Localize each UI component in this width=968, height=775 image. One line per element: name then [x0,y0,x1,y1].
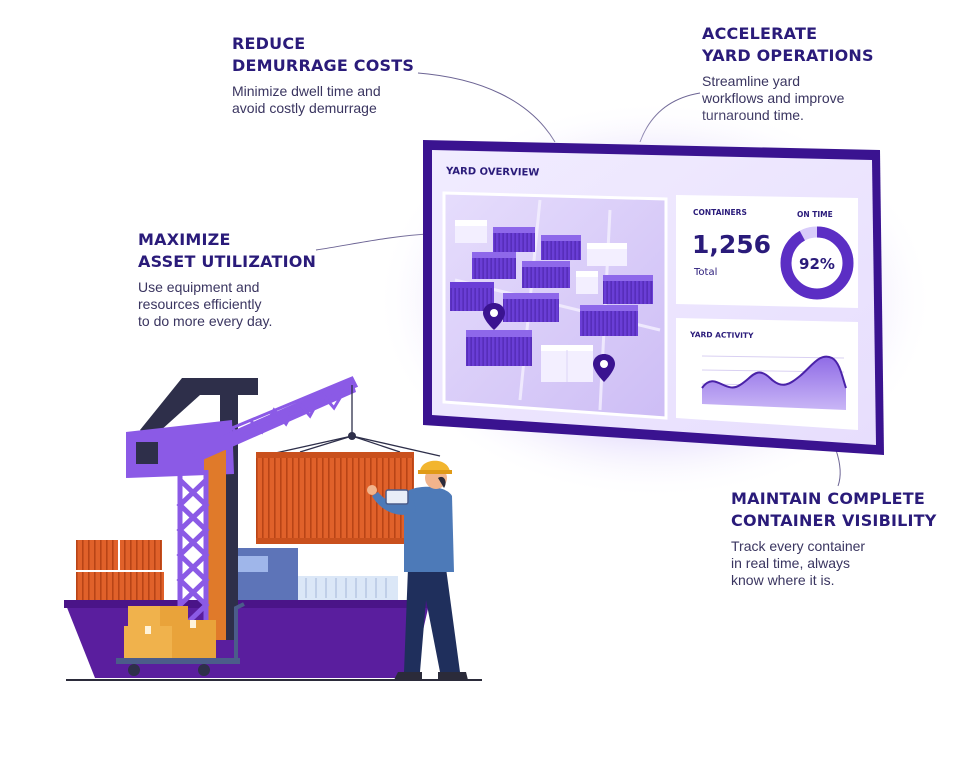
container-block [603,275,653,304]
ship-cabin [228,548,298,600]
ontime-ring-progress [780,226,854,300]
cargo-container [76,540,118,570]
worker-shirt [404,486,454,572]
container-block [455,220,487,243]
yard-map [442,191,668,420]
worker [367,460,468,680]
dashboard-screen: YARD OVERVIEW [423,140,884,455]
activity-label: YARD ACTIVITY [689,330,754,340]
worker-legs [404,568,460,672]
cargo-container [120,540,162,570]
callout-description: Use equipment and resources efficiently … [138,279,273,329]
connector-visibility [835,449,841,487]
hard-hat-icon [420,460,450,472]
ontime-label: ON TIME [797,210,833,219]
yard-containers [450,220,653,382]
callout-title: REDUCE DEMURRAGE COSTS [232,34,415,75]
callout-reduce-demurrage: REDUCE DEMURRAGE COSTS Minimize dwell ti… [232,33,414,117]
ship-hull [64,600,430,678]
callout-title: MAXIMIZE ASSET UTILIZATION [138,230,317,271]
container-block [541,345,593,382]
container-block [541,235,581,260]
containers-sub: Total [693,267,717,278]
crane-tower [204,450,226,640]
callout-title: MAINTAIN COMPLETE CONTAINER VISIBILITY [731,489,937,530]
containers-label: CONTAINERS [693,208,747,217]
container-block [587,243,627,266]
callout-maximize-asset: MAXIMIZE ASSET UTILIZATION Use equipment… [138,229,316,330]
container-block [576,271,598,294]
map-pin-icon [593,354,615,382]
container-block [466,330,532,366]
crane-lattice [176,470,210,632]
container-block [493,227,535,252]
map-pin-icon [483,303,505,330]
callout-description: Track every container in real time, alwa… [731,538,866,588]
cardboard-box [128,606,160,628]
hand-truck [116,602,245,676]
callout-title: ACCELERATE YARD OPERATIONS [702,24,874,65]
ship [64,540,430,678]
activity-panel: YARD ACTIVITY [676,318,858,430]
tablet-icon [385,489,409,505]
ontime-value: 92% [799,255,835,273]
cargo-container [76,572,164,600]
containers-value: 1,256 [692,230,771,259]
crane-boom [190,376,359,462]
stats-panel: CONTAINERS 1,256 Total ON TIME 92% [676,195,858,308]
container-block [580,305,638,336]
container-block [522,261,570,288]
deck-container [298,576,398,600]
activity-line [701,355,847,389]
stats-card [676,195,858,308]
callout-container-visibility: MAINTAIN COMPLETE CONTAINER VISIBILITY T… [731,488,937,589]
container-block [472,252,516,279]
container-block [503,293,559,322]
callout-description: Minimize dwell time and avoid costly dem… [232,83,381,116]
activity-area [702,356,846,410]
dashboard-title: YARD OVERVIEW [445,166,540,179]
